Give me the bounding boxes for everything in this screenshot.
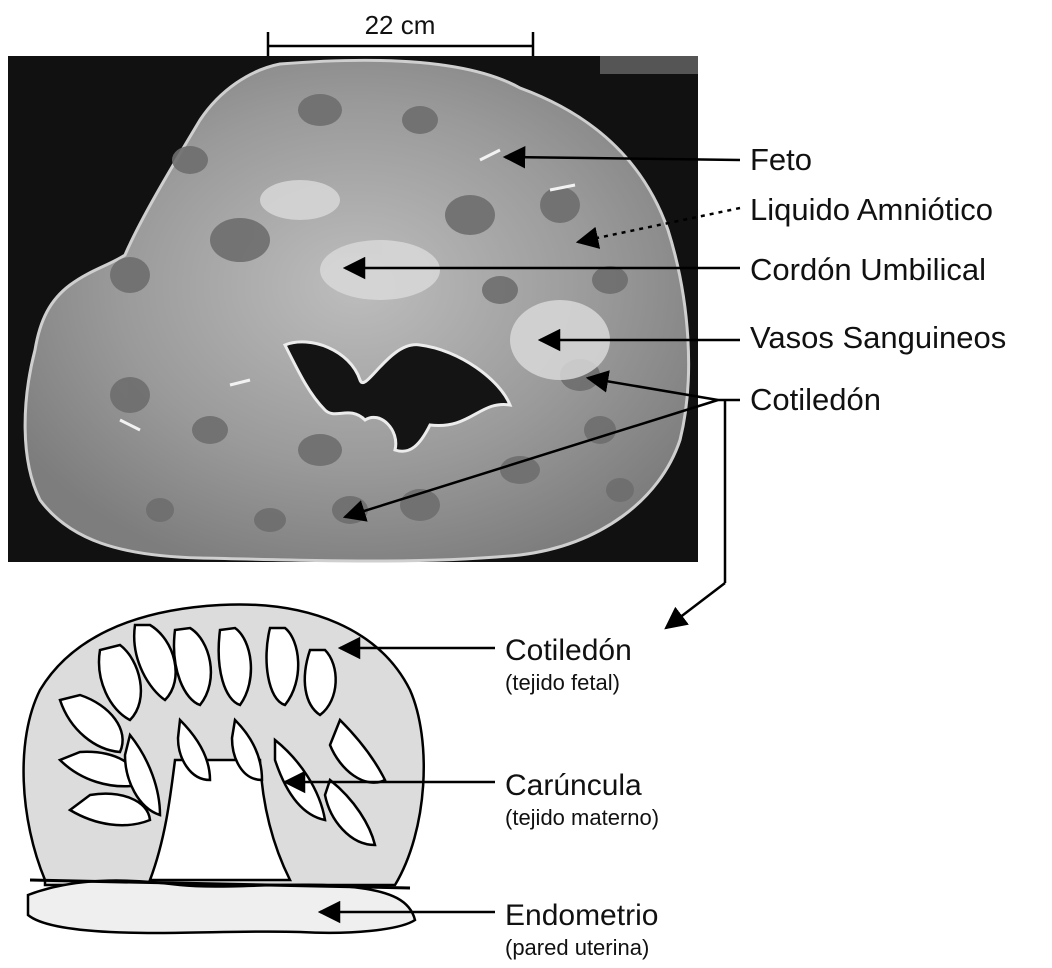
label-tejido-fetal: (tejido fetal) [505,670,620,695]
label-endometrio: Endometrio [505,899,658,932]
scale-bar-label: 22 cm [365,10,436,40]
label-cordon-umbilical: Cordón Umbilical [750,252,986,287]
scale-bar: 22 cm [268,10,533,60]
label-vasos-sanguineos: Vasos Sanguineos [750,320,1006,355]
label-tejido-materno: (tejido materno) [505,805,659,830]
placenta-photo [8,56,698,562]
endometrium [28,881,415,933]
label-liquido-amniotico: Liquido Amniótico [750,192,993,227]
label-pared-uterina: (pared uterina) [505,935,649,960]
label-caruncula: Carúncula [505,769,642,802]
cotyledon-diagram [24,604,424,933]
label-feto: Feto [750,142,812,177]
label-cotiledon: Cotiledón [750,382,881,417]
label-cotiledon-tejido: Cotiledón [505,634,632,667]
